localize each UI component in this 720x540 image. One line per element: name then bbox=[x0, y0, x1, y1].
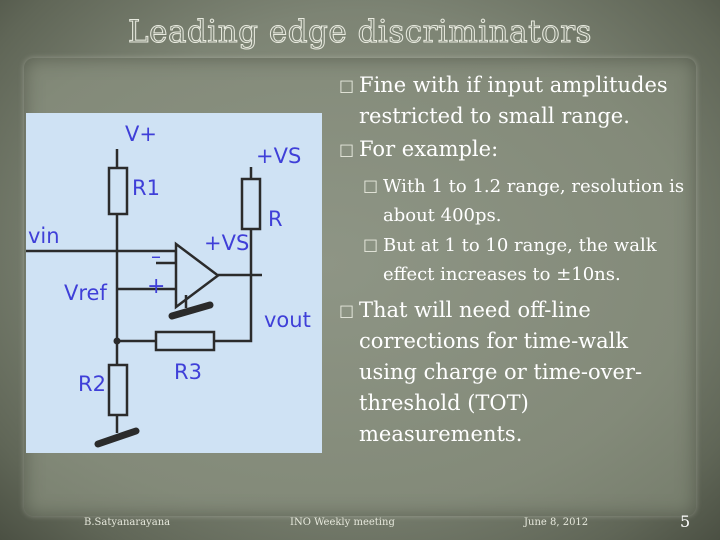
sub-bullet-item: □But at 1 to 10 range, the walk effect i… bbox=[339, 230, 709, 289]
label-r2: R2 bbox=[78, 372, 106, 396]
label-minus: – bbox=[151, 244, 161, 268]
bullet-text: That will need off-line corrections for … bbox=[359, 298, 643, 446]
bullet-item: □For example: bbox=[339, 134, 709, 165]
bullet-marker: □ bbox=[363, 176, 379, 195]
bullet-list: □Fine with if input amplitudes restricte… bbox=[339, 70, 709, 450]
circuit-wires bbox=[26, 149, 262, 433]
resistor-r1 bbox=[107, 166, 129, 216]
label-vin: vin bbox=[28, 224, 60, 248]
junction-dot bbox=[113, 337, 121, 345]
sub-bullet-item: □With 1 to 1.2 range, resolution is abou… bbox=[339, 171, 709, 230]
bullet-marker: □ bbox=[339, 301, 355, 320]
resistor-r3 bbox=[154, 330, 216, 352]
bullet-marker: □ bbox=[339, 76, 355, 95]
label-r3: R3 bbox=[174, 360, 202, 384]
label-r: R bbox=[268, 207, 283, 231]
bullet-item: □Fine with if input amplitudes restricte… bbox=[339, 70, 709, 132]
ground-bar-bottom bbox=[94, 427, 140, 448]
bullet-item: □That will need off-line corrections for… bbox=[339, 295, 689, 450]
bullet-text: Fine with if input amplitudes restricted… bbox=[359, 73, 668, 128]
footer-date: June 8, 2012 bbox=[524, 517, 589, 528]
resistor-r bbox=[240, 177, 262, 231]
wire-inputs bbox=[156, 261, 176, 291]
circuit-labels: V+ +VS R1 R vin +VS – + Vref vout R3 R2 bbox=[28, 122, 311, 396]
ground-bar-amp bbox=[168, 301, 214, 320]
comparator-triangle bbox=[174, 241, 221, 310]
bullet-marker: □ bbox=[363, 235, 379, 254]
footer-event: INO Weekly meeting bbox=[290, 517, 395, 528]
label-vref: Vref bbox=[64, 281, 107, 305]
resistor-r2 bbox=[107, 363, 129, 417]
bullet-text: But at 1 to 10 range, the walk effect in… bbox=[383, 235, 657, 285]
label-plus-vs-top: +VS bbox=[256, 144, 301, 168]
label-plus-vs-amp: +VS bbox=[204, 231, 249, 255]
bullet-marker: □ bbox=[339, 140, 355, 159]
bullet-text: With 1 to 1.2 range, resolution is about… bbox=[383, 176, 685, 226]
label-vplus: V+ bbox=[125, 122, 157, 146]
comparator-circuit-diagram: V+ +VS R1 R vin +VS – + Vref vout R3 R2 bbox=[26, 113, 322, 453]
label-vout: vout bbox=[264, 308, 311, 332]
label-plus: + bbox=[147, 274, 165, 299]
wire-feedback bbox=[214, 229, 253, 343]
footer-author: B.Satyanarayana bbox=[84, 517, 171, 528]
bullet-text: For example: bbox=[359, 137, 499, 161]
label-r1: R1 bbox=[132, 176, 160, 200]
circuit-schematic: V+ +VS R1 R vin +VS – + Vref vout R3 R2 bbox=[26, 122, 311, 448]
page-number: 5 bbox=[680, 512, 691, 531]
slide-title: Leading edge discriminators bbox=[128, 14, 592, 51]
